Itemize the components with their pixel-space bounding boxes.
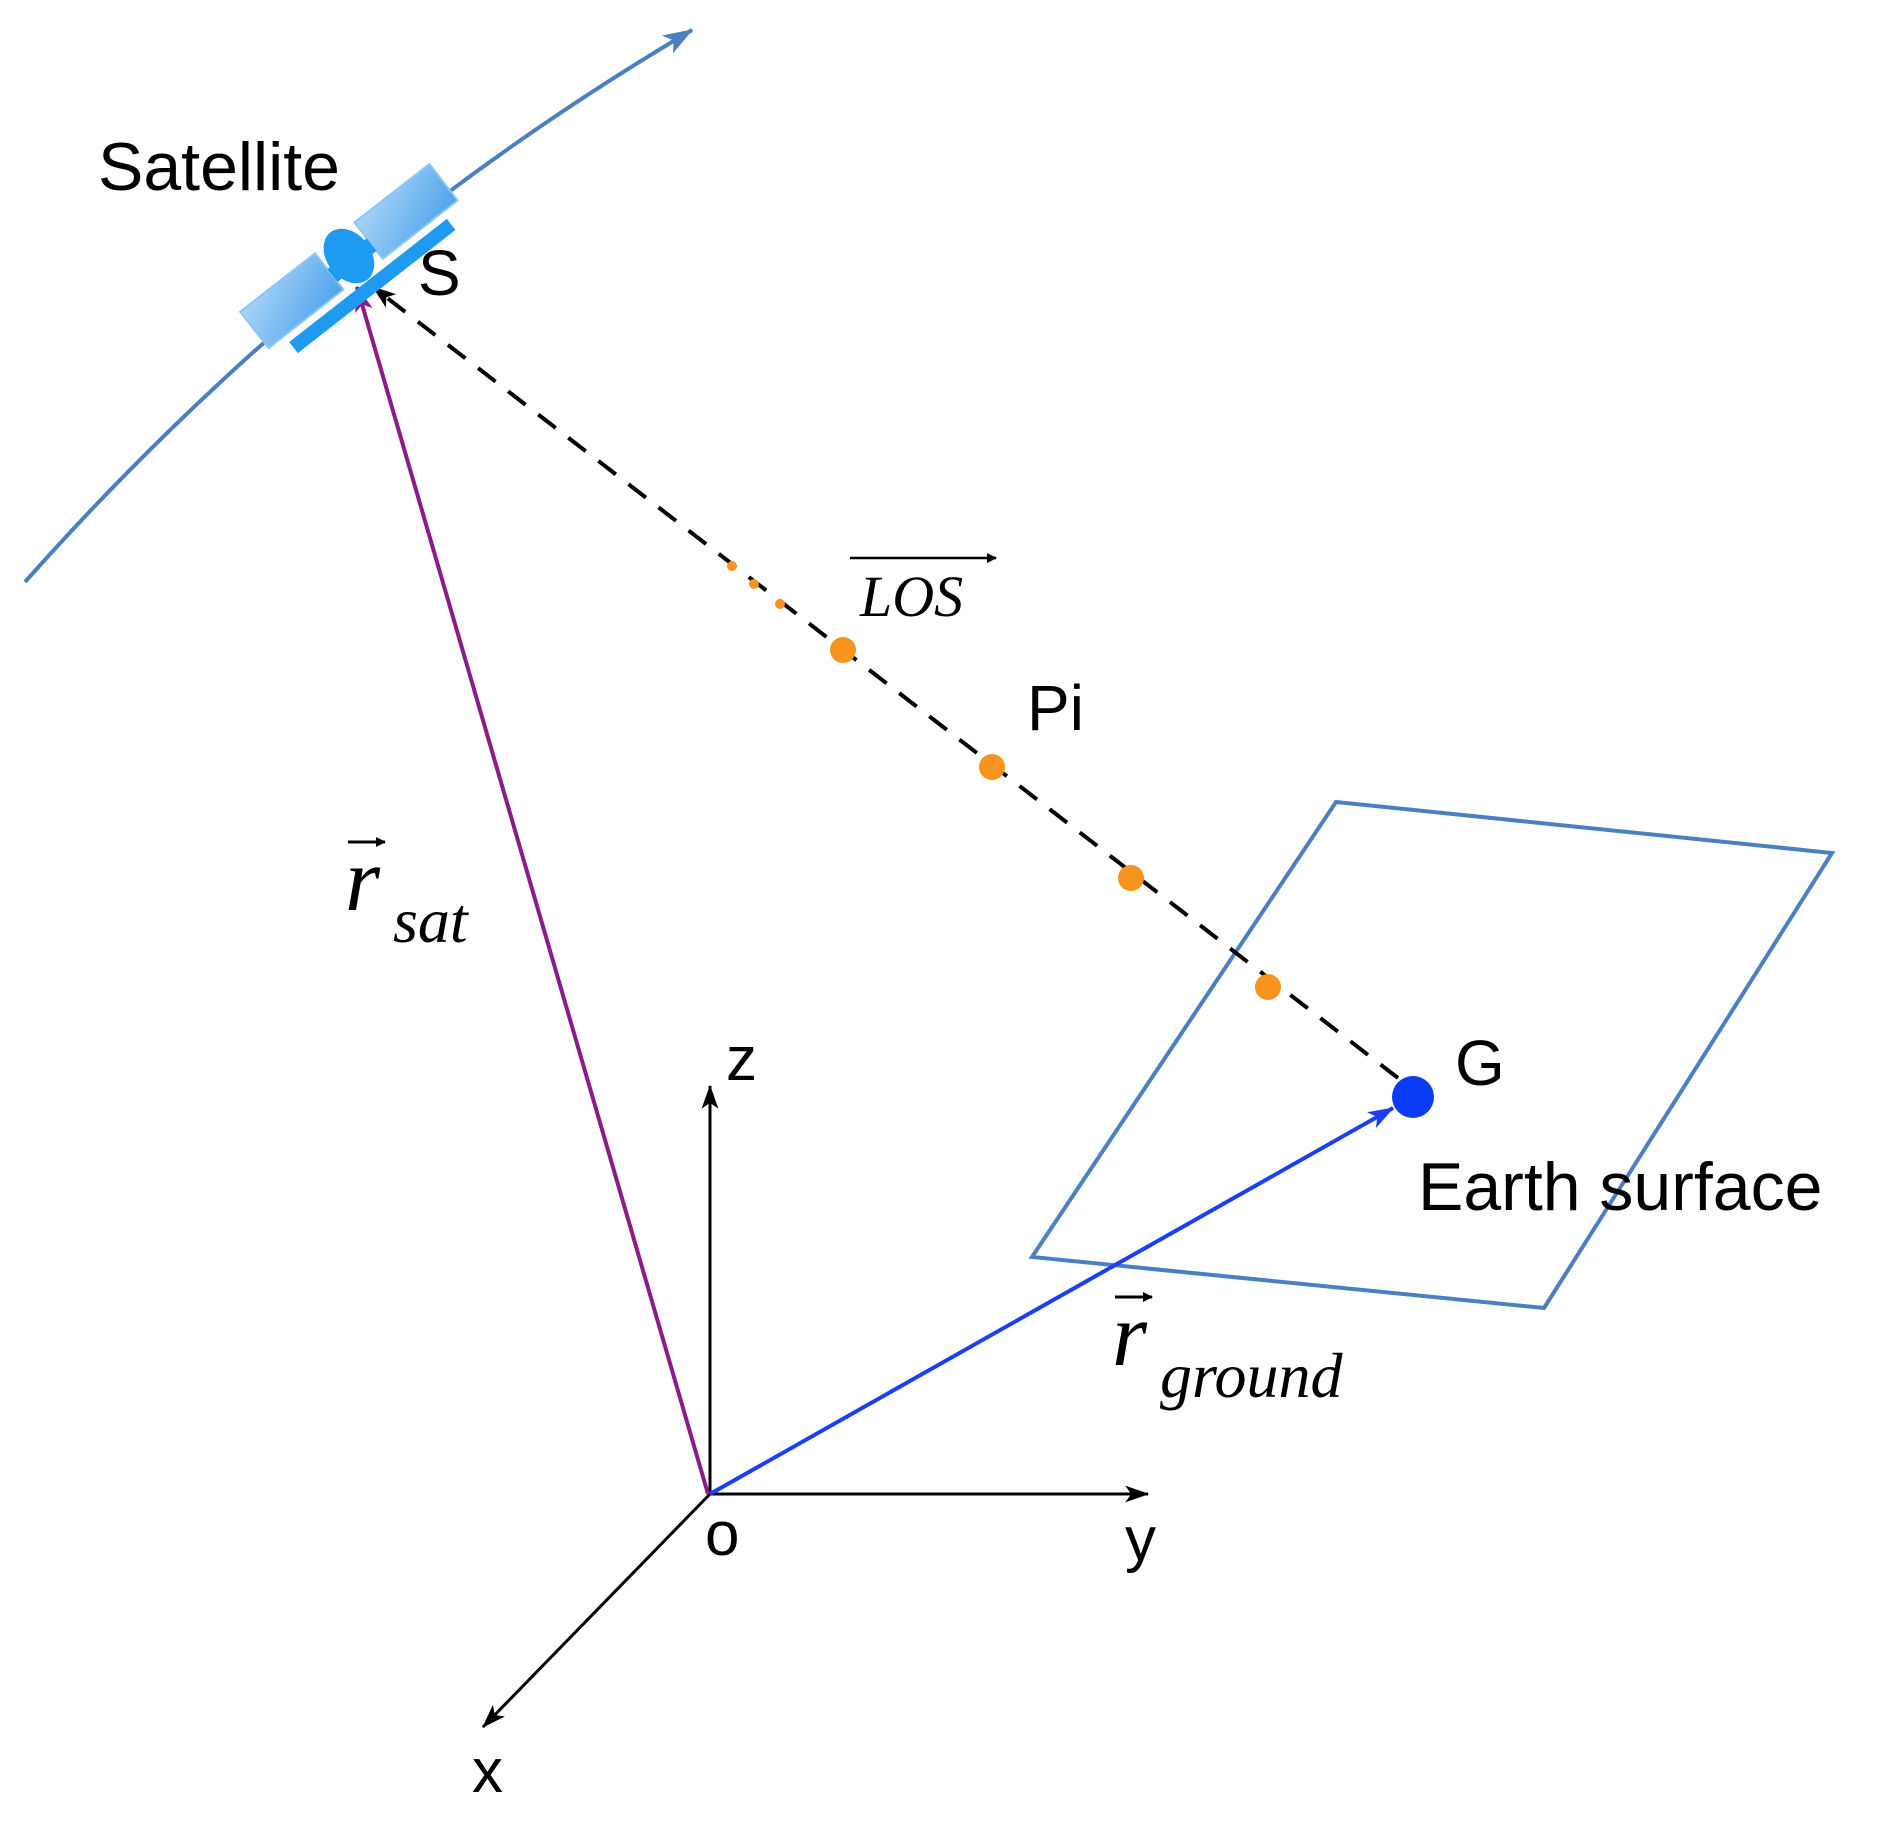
los-sample-point <box>775 599 785 609</box>
g-point-label: G <box>1455 1027 1505 1099</box>
orbit-path <box>23 28 694 584</box>
los-sample-point <box>979 754 1005 780</box>
x-axis <box>481 1492 712 1729</box>
los-sample-point <box>1118 865 1144 891</box>
los-sample-point <box>727 561 737 571</box>
r-ground-label: r ground <box>1112 1286 1344 1411</box>
r-sat-symbol: r <box>345 831 381 930</box>
r-ground-symbol: r <box>1112 1286 1148 1385</box>
los-label: LOS <box>850 553 997 629</box>
ground-point-g <box>1392 1076 1434 1118</box>
z-axis-label: z <box>726 1025 757 1094</box>
r-sat-label: r sat <box>345 831 470 956</box>
y-axis-label: y <box>1125 1505 1156 1574</box>
los-dashed-line <box>371 285 1400 1080</box>
r-sat-subscript: sat <box>393 885 470 956</box>
los-label-text: LOS <box>859 564 963 629</box>
earth-surface-plane <box>1028 799 1836 1311</box>
earth-surface-label: Earth surface <box>1418 1149 1822 1225</box>
r-sat-vector <box>355 285 710 1495</box>
s-point-label: S <box>418 237 461 309</box>
los-sample-points <box>727 561 1281 1000</box>
r-ground-subscript: ground <box>1160 1340 1344 1411</box>
satellite-label: Satellite <box>98 129 340 205</box>
pi-label: Pi <box>1027 672 1084 744</box>
los-sample-point <box>1255 974 1281 1000</box>
x-axis-label: x <box>472 1737 503 1806</box>
los-sample-point <box>830 637 856 663</box>
los-sample-point <box>749 579 759 589</box>
r-ground-vector <box>709 1106 1395 1496</box>
satellite-icon <box>238 162 460 354</box>
origin-label: o <box>705 1500 739 1569</box>
